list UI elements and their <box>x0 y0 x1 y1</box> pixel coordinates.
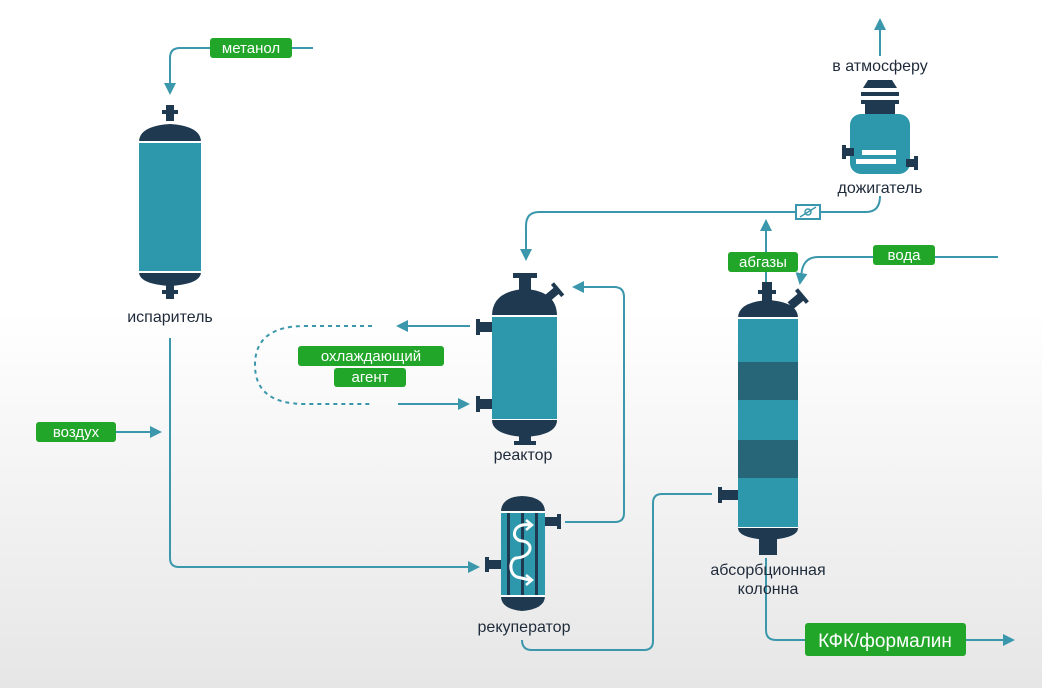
label-afterburner: дожигатель <box>838 180 923 197</box>
reactor <box>476 273 565 445</box>
label-reactor: реактор <box>494 447 553 464</box>
product-pipe-1 <box>765 558 805 641</box>
evaporator-to-recuperator-pipe <box>169 338 480 573</box>
absorption-column <box>718 282 809 555</box>
tag-air-text: воздух <box>53 424 100 441</box>
tag-coolant-line1: охлаждающий <box>321 348 421 365</box>
tag-methanol: метанол <box>210 38 292 58</box>
tag-air: воздух <box>36 422 116 442</box>
tag-offgas: абгазы <box>728 252 798 272</box>
label-column-line2: колонна <box>738 581 799 598</box>
tag-water: вода <box>873 245 935 265</box>
tag-product: КФК/формалин <box>805 623 966 656</box>
tag-product-text: КФК/формалин <box>818 631 952 652</box>
recuperator <box>485 496 561 611</box>
tag-water-text: вода <box>888 247 922 264</box>
evaporator <box>139 105 201 299</box>
label-evaporator: испаритель <box>127 309 213 326</box>
afterburner <box>795 80 918 220</box>
label-recuperator: рекуператор <box>478 619 571 636</box>
methanol-pipe <box>164 47 313 95</box>
afterburner-to-reactor-pipe <box>520 195 881 261</box>
tag-coolant: охлаждающий агент <box>298 346 444 387</box>
label-column-line1: абсорбционная <box>710 562 825 579</box>
coolant-loop-dashed <box>253 325 372 405</box>
tag-coolant-line2: агент <box>352 369 389 386</box>
pipe-network <box>116 18 1015 651</box>
tag-offgas-text: абгазы <box>739 254 787 271</box>
water-pipe <box>795 256 998 285</box>
tag-methanol-text: метанол <box>222 40 280 57</box>
label-atmosphere: в атмосферу <box>832 58 928 75</box>
column-water-nozzle <box>787 288 809 310</box>
reactor-side-nozzle <box>543 282 565 303</box>
recuperator-to-reactor-pipe <box>565 281 625 523</box>
recuperator-to-column-pipe <box>521 493 712 651</box>
